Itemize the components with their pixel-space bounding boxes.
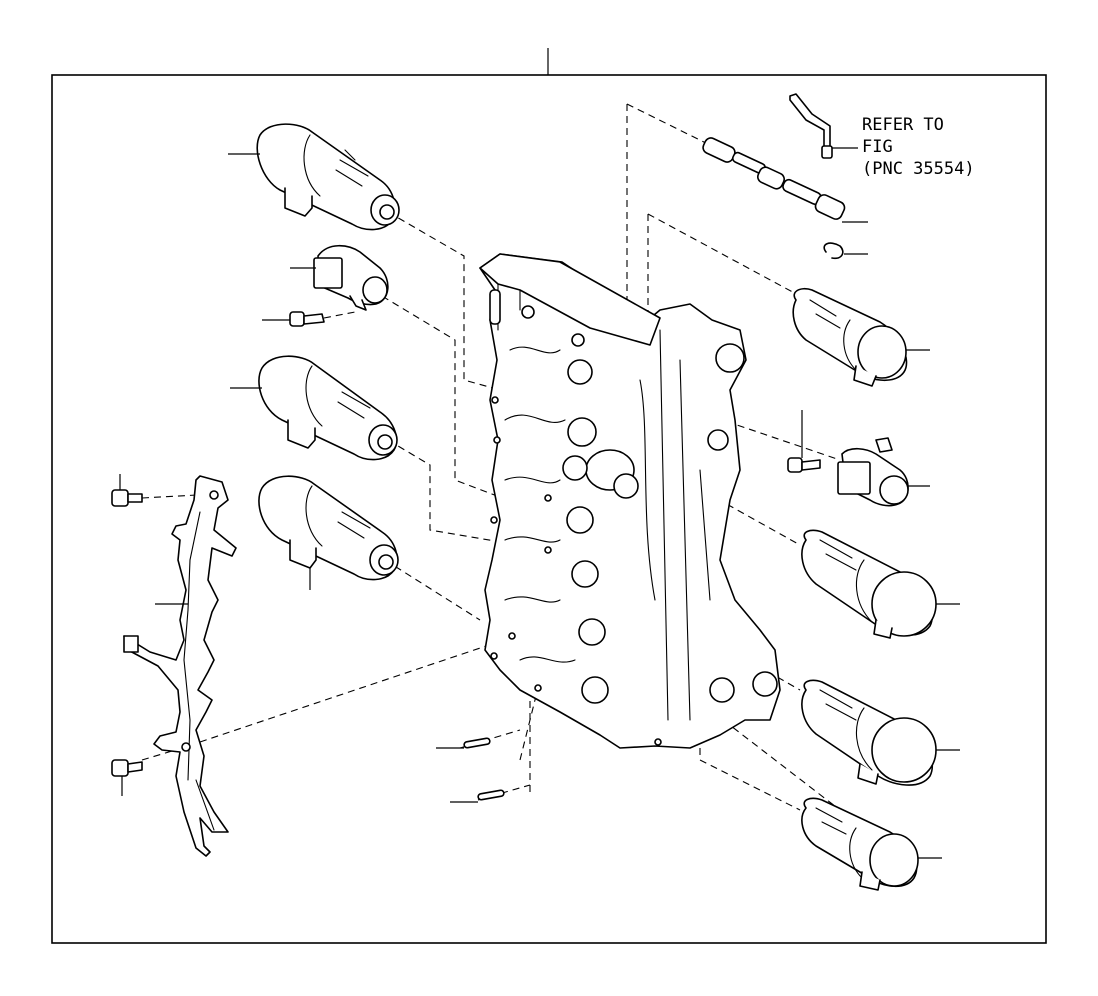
- note-line-2: FIG: [862, 137, 893, 157]
- shift-solenoid-small: [290, 244, 389, 311]
- reference-note: REFER TO FIG (PNC 35554): [862, 115, 975, 179]
- shift-solenoid-r1: [792, 287, 930, 387]
- diagram-frame: [51, 74, 1047, 944]
- shift-solenoid-r3: [801, 679, 960, 786]
- bolt-bracket-top: [111, 474, 143, 507]
- shift-solenoid-r2: [801, 529, 960, 639]
- shift-solenoid-3: [230, 355, 398, 461]
- snap-ring: [823, 242, 868, 260]
- bolt-bracket-bottom: [111, 759, 143, 796]
- pins: [436, 737, 505, 803]
- pressure-solenoid-small: [837, 437, 930, 507]
- shift-solenoid-1: [228, 123, 400, 231]
- oil-pipe: [789, 93, 858, 159]
- wire-bracket: [123, 475, 237, 857]
- note-line-1: REFER TO: [862, 115, 944, 135]
- shift-solenoid-4: [258, 475, 399, 590]
- shift-solenoid-r4: [801, 797, 942, 891]
- valve-body: [479, 253, 781, 749]
- valve-spring-assembly: [702, 137, 868, 223]
- note-line-3: (PNC 35554): [862, 159, 975, 179]
- bolt-right: [787, 410, 821, 473]
- bolt-upper-left: [262, 311, 356, 327]
